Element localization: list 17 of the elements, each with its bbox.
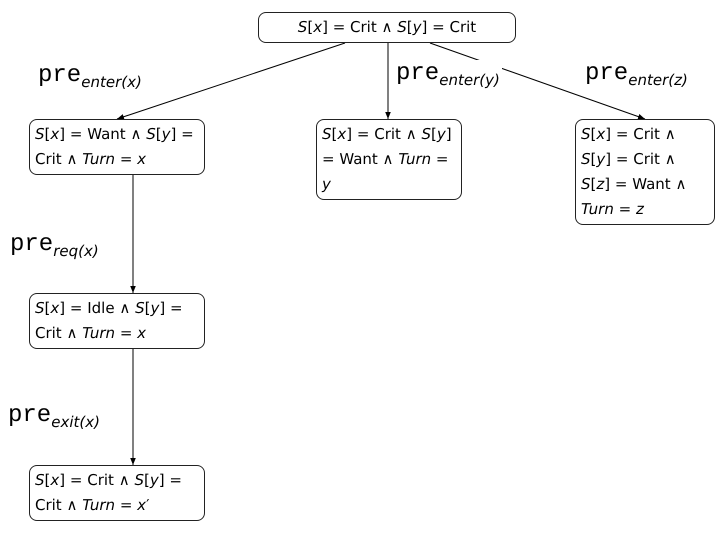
state-formula: S[x] = Crit ∧ S[y] = Crit ∧ Turn = x′ bbox=[35, 470, 183, 516]
state-box bbox=[575, 119, 715, 225]
state-formula: S[x] = Idle ∧ S[y] = Crit ∧ Turn = x bbox=[35, 298, 184, 344]
arrow bbox=[130, 348, 136, 466]
arrow bbox=[130, 174, 136, 294]
arrow bbox=[385, 42, 391, 120]
state-formula: S[x] = Crit ∧ S[y] = Crit bbox=[296, 17, 478, 38]
state-formula: S[x] = Crit ∧ S[y] = Want ∧ Turn = y bbox=[322, 124, 453, 195]
state-box bbox=[29, 119, 205, 175]
state-box bbox=[316, 119, 462, 200]
state-box bbox=[258, 12, 516, 43]
state-box bbox=[29, 465, 205, 521]
arrow bbox=[116, 42, 346, 120]
arrow bbox=[430, 42, 646, 120]
state-box bbox=[29, 293, 205, 349]
state-formula: S[x] = Crit ∧ S[y] = Crit ∧ S[z] = Want ∧ Turn = z bbox=[581, 124, 688, 220]
state-formula: S[x] = Want ∧ S[y] = Crit ∧ Turn = x bbox=[35, 124, 195, 170]
